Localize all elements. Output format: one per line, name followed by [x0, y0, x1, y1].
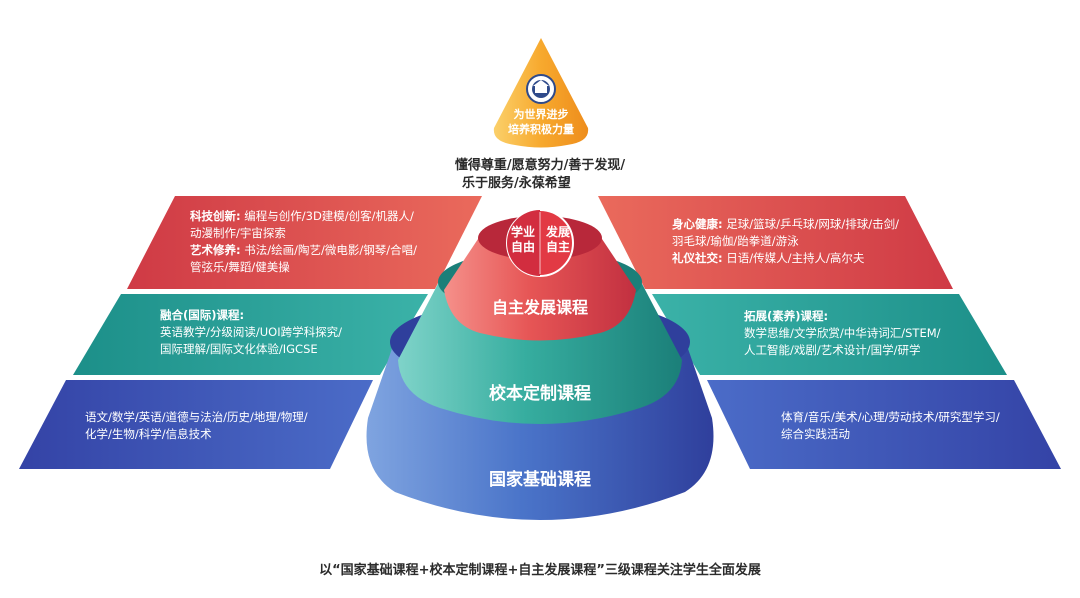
left-red-panel	[127, 196, 482, 289]
right-red-line1: 身心健康: 足球/篮球/乒乓球/网球/排球/击剑/	[672, 216, 899, 233]
layer-bottom-label: 国家基础课程	[489, 470, 591, 490]
left-red-text1a: 编程与创作/3D建模/创客/机器人/	[240, 209, 414, 223]
left-red-line3: 艺术修养: 书法/绘画/陶艺/微电影/钢琴/合唱/	[190, 242, 417, 259]
badge-right-line1: 发展	[545, 225, 570, 239]
right-red-line3: 礼仪社交: 日语/传媒人/主持人/高尔夫	[672, 250, 864, 267]
apex-text-line2: 培养积极力量	[508, 123, 574, 136]
right-red-text2a: 日语/传媒人/主持人/高尔夫	[722, 251, 865, 265]
left-red-title1: 科技创新:	[190, 209, 241, 223]
left-teal-line2: 国际理解/国际文化体验/IGCSE	[160, 342, 318, 356]
left-blue-line1: 语文/数学/英语/道德与法治/历史/地理/物理/	[85, 410, 308, 424]
left-red-line4: 管弦乐/舞蹈/健美操	[190, 260, 290, 274]
right-teal-line1: 数学思维/文学欣赏/中华诗词汇/STEM/	[744, 326, 941, 340]
right-blue-line2: 综合实践活动	[781, 427, 850, 441]
right-blue-panel	[707, 380, 1061, 469]
top-badge-left-half	[507, 210, 540, 276]
layer-middle-label: 校本定制课程	[489, 384, 591, 404]
left-teal-line1: 英语教学/分级阅读/UOI跨学科探究/	[160, 325, 342, 339]
right-red-panel	[598, 196, 953, 289]
right-teal-title: 拓展(素养)课程:	[744, 309, 829, 323]
apex-text-line1: 为世界进步	[513, 108, 569, 121]
left-blue-panel	[19, 380, 373, 469]
left-teal-title: 融合(国际)课程:	[160, 308, 245, 322]
layer-top-label: 自主发展课程	[491, 298, 588, 317]
left-blue-line2: 化学/生物/科学/信息技术	[85, 427, 212, 441]
right-teal-panel	[652, 294, 1007, 375]
right-teal-line2: 人工智能/戏剧/艺术设计/国学/研学	[744, 343, 921, 357]
badge-left-line1: 学业	[510, 225, 535, 239]
values-line1: 懂得尊重/愿意努力/善于发现/	[454, 158, 626, 173]
left-teal-panel	[73, 294, 428, 375]
right-red-title2: 礼仪社交:	[672, 251, 723, 265]
badge-right-line2: 自主	[545, 240, 570, 254]
left-red-title2: 艺术修养:	[190, 243, 241, 257]
left-red-text2a: 书法/绘画/陶艺/微电影/钢琴/合唱/	[240, 243, 418, 257]
left-red-line1: 科技创新: 编程与创作/3D建模/创客/机器人/	[190, 208, 414, 225]
cone-top-layer	[444, 236, 636, 341]
right-red-line2: 羽毛球/瑜伽/跆拳道/游泳	[672, 234, 799, 248]
right-red-title1: 身心健康:	[672, 217, 723, 231]
right-red-text1a: 足球/篮球/乒乓球/网球/排球/击剑/	[722, 217, 900, 231]
left-red-line2: 动漫制作/宇宙探索	[190, 226, 286, 240]
right-blue-line1: 体育/音乐/美术/心理/劳动技术/研究型学习/	[781, 410, 1000, 424]
values-line2: 乐于服务/永葆希望	[462, 176, 571, 191]
badge-left-line2: 自由	[510, 240, 535, 254]
caption: 以“国家基础课程+校本定制课程+自主发展课程”三级课程关注学生全面发展	[319, 563, 761, 578]
